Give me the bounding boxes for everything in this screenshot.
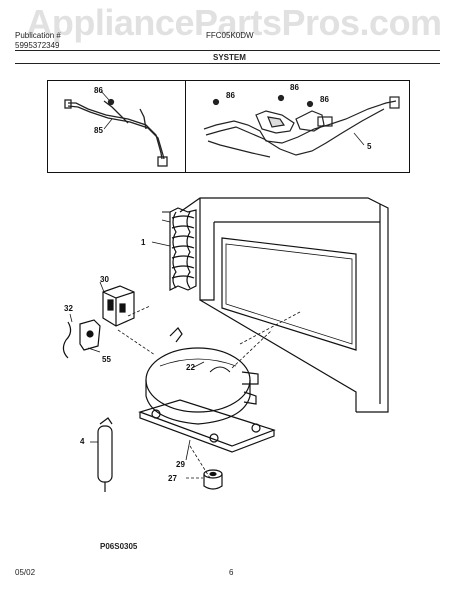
callout-86-relay-a: 86 bbox=[226, 91, 235, 100]
publication-label: Publication # bbox=[15, 31, 61, 40]
harness-drawing: 86 85 bbox=[64, 86, 168, 167]
inset-box-relay-harness: 86 86 86 5 bbox=[185, 80, 410, 173]
wire-lead bbox=[62, 321, 72, 359]
relay-harness-drawing: 86 86 86 5 bbox=[203, 83, 400, 158]
publication-number: 5995372349 bbox=[15, 41, 60, 50]
condenser-coil bbox=[161, 207, 197, 291]
figure-id: P06S0305 bbox=[100, 542, 138, 551]
overload-part bbox=[79, 319, 101, 351]
section-title: SYSTEM bbox=[213, 53, 246, 62]
compressor bbox=[145, 327, 259, 425]
drier bbox=[97, 417, 113, 492]
callout-85: 85 bbox=[94, 126, 103, 135]
header-rule-bottom bbox=[15, 63, 440, 64]
inset-box-harness: 86 85 bbox=[47, 80, 186, 173]
callout-55: 55 bbox=[102, 355, 111, 364]
header-rule-top bbox=[15, 50, 440, 51]
mounting-plate bbox=[138, 399, 276, 453]
callout-30: 30 bbox=[100, 275, 109, 284]
watermark: AppliancePartsPros.com bbox=[26, 2, 442, 43]
callout-4: 4 bbox=[80, 437, 85, 446]
model-number: FFC05K0DW bbox=[206, 31, 254, 40]
callout-1: 1 bbox=[141, 238, 146, 247]
callout-32: 32 bbox=[64, 304, 73, 313]
callout-5: 5 bbox=[367, 142, 372, 151]
cabinet-outline bbox=[179, 197, 389, 413]
footer-date: 05/02 bbox=[15, 568, 36, 577]
footer-page-number: 6 bbox=[229, 568, 234, 577]
callout-29: 29 bbox=[176, 460, 185, 469]
callout-27: 27 bbox=[168, 474, 177, 483]
relay-part bbox=[102, 285, 135, 327]
callout-86-harness: 86 bbox=[94, 86, 103, 95]
callout-86-relay-b: 86 bbox=[290, 83, 299, 92]
callout-86-relay-c: 86 bbox=[320, 95, 329, 104]
grommet bbox=[203, 469, 223, 490]
callout-22: 22 bbox=[186, 363, 195, 372]
